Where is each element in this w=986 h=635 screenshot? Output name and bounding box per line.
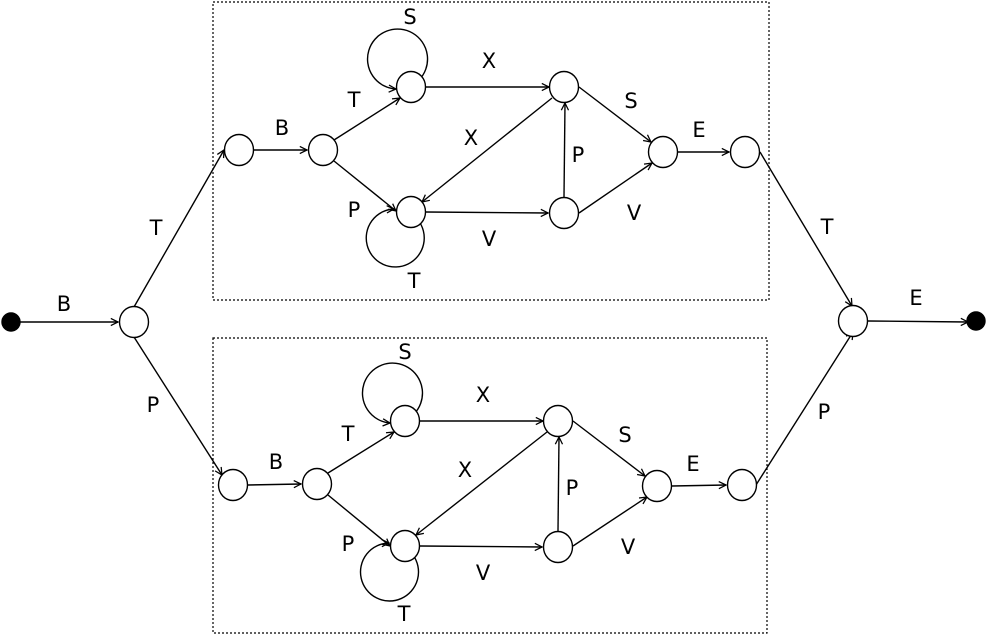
bottom-edge-s-right xyxy=(572,420,645,476)
label-start-b: B xyxy=(57,292,71,316)
top-edge-p-right xyxy=(564,103,565,198)
top-edge-v-mid xyxy=(425,212,548,213)
top-edge-v-right xyxy=(578,163,652,214)
edge-merge-top xyxy=(759,151,852,306)
edge-branch-bottom xyxy=(133,336,222,475)
top-label-e: E xyxy=(692,118,705,142)
bottom-node-7 xyxy=(641,469,673,503)
bottom-edge-v-mid xyxy=(419,546,542,547)
bottom-label-v-right: V xyxy=(621,535,636,559)
bottom-module-box xyxy=(212,337,768,634)
bottom-label-x-top: X xyxy=(476,383,490,407)
bottom-edge-e xyxy=(671,485,726,486)
top-label-p-right: P xyxy=(572,143,585,167)
top-label-self-s: S xyxy=(403,5,416,29)
bottom-node-6 xyxy=(542,530,574,564)
top-label-p: P xyxy=(348,198,361,222)
top-node-4 xyxy=(395,195,427,229)
end-node xyxy=(966,311,986,331)
bottom-node-5 xyxy=(542,404,574,438)
label-end-e: E xyxy=(909,286,922,310)
top-node-2 xyxy=(307,133,339,167)
top-label-self-t: T xyxy=(407,269,421,293)
bottom-label-s-right: S xyxy=(618,423,631,447)
top-edge-s-right xyxy=(578,86,651,142)
top-label-b: B xyxy=(275,116,289,140)
merge-node xyxy=(837,304,869,338)
label-merge-top: T xyxy=(820,215,834,239)
top-label-t: T xyxy=(347,88,361,112)
bottom-edge-p-right xyxy=(558,437,559,532)
bottom-node-1 xyxy=(217,468,249,502)
top-label-x-top: X xyxy=(482,49,496,73)
top-label-x-diag: X xyxy=(464,126,478,150)
bottom-label-x-diag: X xyxy=(458,458,472,482)
bottom-label-p-right: P xyxy=(566,476,579,500)
top-self-loop-t xyxy=(365,209,425,268)
bottom-edge-t xyxy=(327,432,394,474)
label-branch-top: T xyxy=(149,216,163,240)
top-node-1 xyxy=(223,133,255,167)
top-edge-p xyxy=(333,160,396,211)
bottom-edge-x-diag xyxy=(416,431,548,535)
bottom-label-e: E xyxy=(686,452,699,476)
bottom-edge-b xyxy=(247,484,301,485)
start-node xyxy=(1,312,21,332)
bottom-label-t: T xyxy=(341,422,355,446)
edge-merge-bottom xyxy=(755,332,853,486)
bottom-label-p: P xyxy=(342,532,355,556)
bottom-node-4 xyxy=(389,529,421,563)
top-edge-t xyxy=(333,98,400,141)
bottom-node-3 xyxy=(389,404,421,438)
top-label-v-mid: V xyxy=(482,227,497,251)
top-node-6 xyxy=(548,196,580,230)
bottom-label-self-t: T xyxy=(397,602,411,626)
top-node-7 xyxy=(647,135,679,169)
label-branch-bottom: P xyxy=(147,393,160,417)
bottom-self-loop-s xyxy=(361,362,424,423)
edge-end-e xyxy=(867,321,968,322)
edge-branch-top xyxy=(133,150,224,308)
top-node-8 xyxy=(729,135,761,169)
bottom-label-v-mid: V xyxy=(476,561,491,585)
label-merge-bottom: P xyxy=(818,400,831,424)
top-module-box xyxy=(212,1,770,301)
bottom-node-2 xyxy=(301,467,333,501)
split-node xyxy=(118,305,150,339)
bottom-label-b: B xyxy=(269,450,283,474)
bottom-label-self-s: S xyxy=(398,340,411,364)
bottom-edge-v-right xyxy=(572,497,647,547)
top-node-5 xyxy=(548,70,580,104)
top-self-loop-s xyxy=(366,28,429,89)
bottom-self-loop-t xyxy=(359,543,420,602)
bottom-edge-p xyxy=(327,494,390,546)
top-node-3 xyxy=(395,70,427,104)
bottom-node-8 xyxy=(726,468,758,502)
top-label-v-right: V xyxy=(627,201,642,225)
top-label-s-right: S xyxy=(624,89,637,113)
top-edge-x-diag xyxy=(422,97,553,202)
